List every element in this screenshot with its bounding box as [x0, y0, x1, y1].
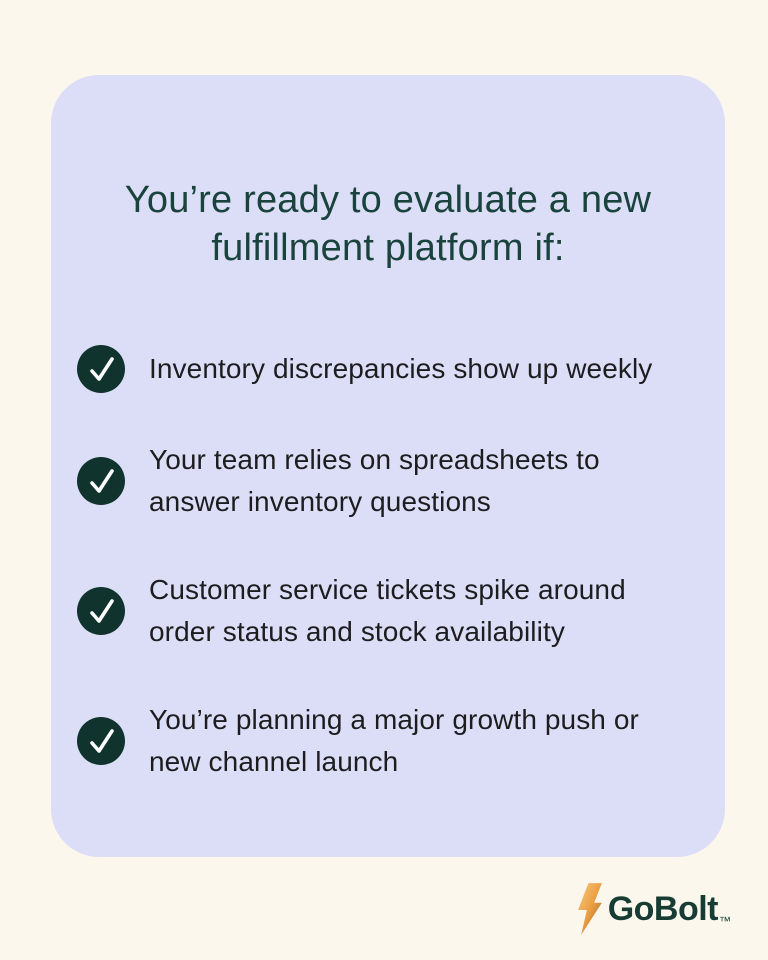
checklist-item-line: new channel launch — [149, 746, 399, 777]
checklist-item-text: Your team relies on spreadsheets to answ… — [149, 439, 600, 523]
trademark-symbol: ™ — [719, 914, 731, 928]
checkmark-icon — [77, 587, 125, 635]
checklist-item-line: Customer service tickets spike around — [149, 574, 626, 605]
checkmark-icon — [77, 345, 125, 393]
checklist-item-text: Customer service tickets spike around or… — [149, 569, 626, 653]
page-title: You’re ready to evaluate a new fulfillme… — [51, 176, 725, 272]
lightning-bolt-icon — [577, 883, 602, 935]
checklist-item: You’re planning a major growth push or n… — [77, 699, 725, 783]
page-title-line: You’re ready to evaluate a new — [124, 179, 652, 221]
checklist-item-line: answer inventory questions — [149, 486, 491, 517]
checklist-item-line: Your team relies on spreadsheets to — [149, 444, 600, 475]
checklist-item-line: Inventory discrepancies show up weekly — [149, 353, 653, 384]
content-card: You’re ready to evaluate a new fulfillme… — [51, 75, 725, 857]
gobolt-logo: GoBolt ™ — [576, 883, 731, 935]
checklist: Inventory discrepancies show up weekly Y… — [51, 345, 725, 783]
checklist-item-text: Inventory discrepancies show up weekly — [149, 348, 652, 390]
checklist-item: Your team relies on spreadsheets to answ… — [77, 439, 725, 523]
checkmark-icon — [77, 717, 125, 765]
page-title-line: fulfillment platform if: — [211, 227, 565, 269]
gobolt-wordmark: GoBolt — [607, 889, 719, 928]
checklist-item: Inventory discrepancies show up weekly — [77, 345, 725, 393]
checklist-item-text: You’re planning a major growth push or n… — [149, 699, 639, 783]
checklist-item-line: order status and stock availability — [149, 616, 565, 647]
checklist-item-line: You’re planning a major growth push or — [149, 704, 639, 735]
checkmark-icon — [77, 457, 125, 505]
checklist-item: Customer service tickets spike around or… — [77, 569, 725, 653]
